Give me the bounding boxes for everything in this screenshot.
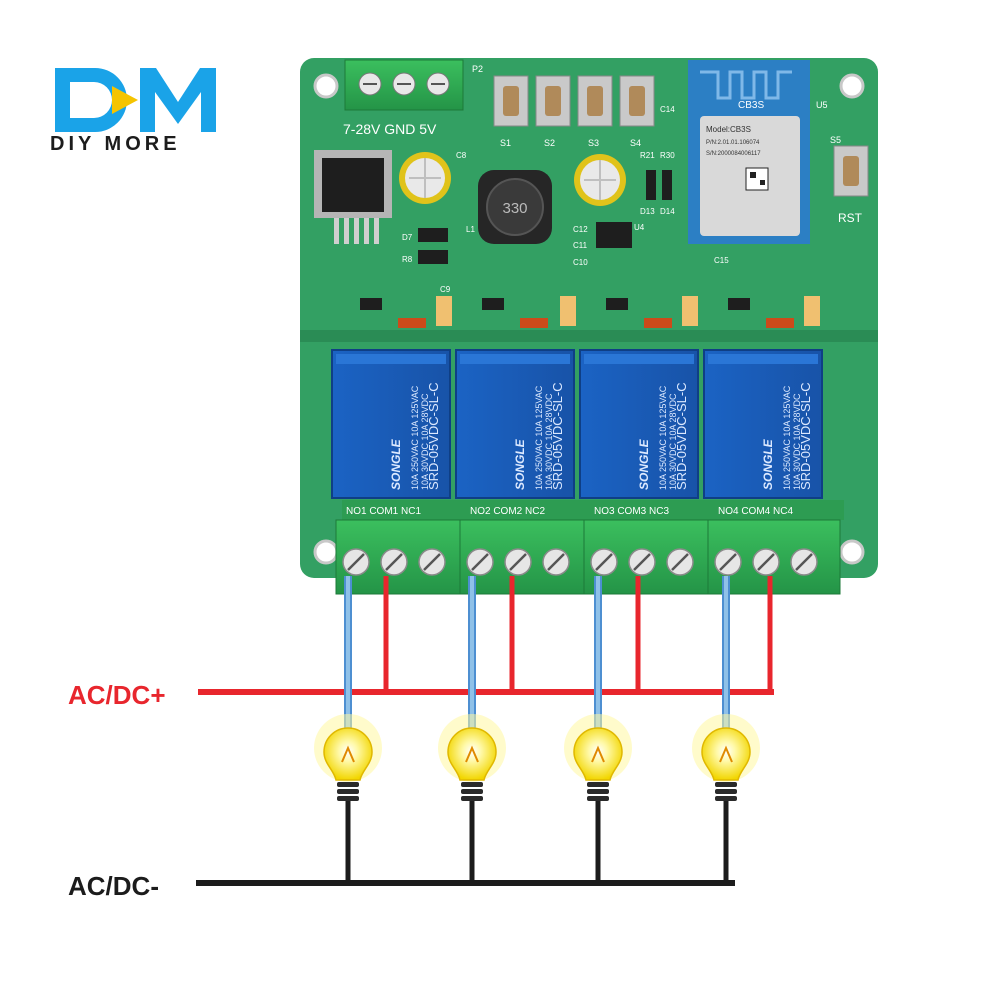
negative-label: AC/DC- <box>68 871 159 901</box>
logo-letter-d <box>55 68 127 132</box>
relay-rating: 10A 30VDC 10A 28VDC <box>792 393 802 490</box>
screw-terminal-2: NO2 COM2 NC2 <box>459 500 596 595</box>
terminal-labels: NO1 COM1 NC1 <box>346 506 421 517</box>
inductor-code: 330 <box>502 200 527 217</box>
svg-text:U4: U4 <box>634 223 645 232</box>
relay-4: SONGLE SRD-05VDC-SL-C 10A 250VAC 10A 125VA… <box>703 349 823 499</box>
brand-name: DIY MORE <box>50 133 181 155</box>
svg-text:L1: L1 <box>466 225 475 234</box>
tactile-button-s1[interactable] <box>493 75 529 127</box>
electrolytic-capacitor <box>399 152 451 204</box>
light-bulb-icon <box>438 714 506 801</box>
mounting-hole <box>839 539 865 565</box>
relay-rating: 10A 30VDC 10A 28VDC <box>668 393 678 490</box>
svg-text:C12: C12 <box>573 225 588 234</box>
relay-2: SONGLE SRD-05VDC-SL-C 10A 250VAC 10A 125VA… <box>455 349 575 499</box>
relay-rating: 10A 30VDC 10A 28VDC <box>544 393 554 490</box>
brand-logo: DIY MORE <box>50 68 216 155</box>
svg-text:C11: C11 <box>573 241 588 250</box>
relay-brand: SONGLE <box>389 438 403 490</box>
tactile-button-s5[interactable] <box>833 145 869 197</box>
relay-brand: SONGLE <box>513 438 527 490</box>
button-ref: S5 <box>830 135 841 145</box>
component-refs: C8 C12 C11 C10 U4 C14 C15 R21 R30 D13 D1… <box>402 105 729 294</box>
svg-text:C10: C10 <box>573 258 588 267</box>
voltage-regulator <box>314 150 392 244</box>
module-antenna-label: CB3S <box>738 100 764 111</box>
button-ref: S1 <box>500 138 511 148</box>
terminal-labels: NO3 COM3 NC3 <box>594 506 669 517</box>
wifi-module <box>688 60 810 244</box>
power-inductor: 330 <box>478 170 552 244</box>
module-ref: U5 <box>816 100 828 110</box>
screw-terminal-1: NO1 COM1 NC1 <box>335 500 472 595</box>
module-pn: P/N:2.01.01.106074 <box>706 140 760 146</box>
svg-text:D13: D13 <box>640 207 655 216</box>
light-bulb-icon <box>314 714 382 801</box>
relay-part: SRD-05VDC-SL-C <box>426 382 441 490</box>
relay-part: SRD-05VDC-SL-C <box>550 382 565 490</box>
mounting-hole <box>839 73 865 99</box>
relay-brand: SONGLE <box>637 438 651 490</box>
logo-arrow-icon <box>112 86 138 114</box>
power-terminal-ref: P2 <box>472 64 483 74</box>
relay-rating: 10A 250VAC 10A 125VAC <box>658 385 668 490</box>
relay-brand: SONGLE <box>761 438 775 490</box>
relay-rating: 10A 250VAC 10A 125VAC <box>534 385 544 490</box>
terminal-labels: NO4 COM4 NC4 <box>718 506 793 517</box>
relay-rating: 10A 250VAC 10A 125VAC <box>782 385 792 490</box>
tactile-button-s3[interactable] <box>577 75 613 127</box>
button-ref: S3 <box>588 138 599 148</box>
rst-label: RST <box>838 211 863 225</box>
svg-text:C9: C9 <box>440 285 451 294</box>
svg-text:R30: R30 <box>660 151 675 160</box>
svg-text:C15: C15 <box>714 256 729 265</box>
relay-rating: 10A 250VAC 10A 125VAC <box>410 385 420 490</box>
svg-text:R8: R8 <box>402 255 413 264</box>
svg-text:D14: D14 <box>660 207 675 216</box>
power-terminal <box>344 59 464 111</box>
relay-rating: 10A 30VDC 10A 28VDC <box>420 393 430 490</box>
button-ref: S4 <box>630 138 641 148</box>
svg-text:C14: C14 <box>660 105 675 114</box>
relay-1: SONGLE SRD-05VDC-SL-C 10A 250VAC 10A 125VA… <box>331 349 451 499</box>
relay-part: SRD-05VDC-SL-C <box>798 382 813 490</box>
svg-text:D7: D7 <box>402 233 413 242</box>
light-bulb-icon <box>564 714 632 801</box>
module-model: Model:CB3S <box>706 125 751 134</box>
relay-part: SRD-05VDC-SL-C <box>674 382 689 490</box>
driver-circuits <box>360 296 820 328</box>
mounting-hole <box>313 73 339 99</box>
screw-terminal-3: NO3 COM3 NC3 <box>583 500 720 595</box>
mounting-hole <box>313 539 339 565</box>
positive-label: AC/DC+ <box>68 680 166 710</box>
module-sn: S/N:2000084006117 <box>706 151 761 157</box>
light-bulb-icon <box>692 714 760 801</box>
power-terminal-label: 7-28V GND 5V <box>343 121 437 137</box>
tactile-button-s2[interactable] <box>535 75 571 127</box>
relay-3: SONGLE SRD-05VDC-SL-C 10A 250VAC 10A 125VA… <box>579 349 699 499</box>
logo-letter-m <box>140 68 216 132</box>
button-ref: S2 <box>544 138 555 148</box>
svg-text:R21: R21 <box>640 151 655 160</box>
svg-text:C8: C8 <box>456 151 467 160</box>
screw-terminal-4: NO4 COM4 NC4 <box>707 500 844 595</box>
terminal-labels: NO2 COM2 NC2 <box>470 506 545 517</box>
tactile-button-s4[interactable] <box>619 75 655 127</box>
electrolytic-capacitor <box>574 154 626 206</box>
